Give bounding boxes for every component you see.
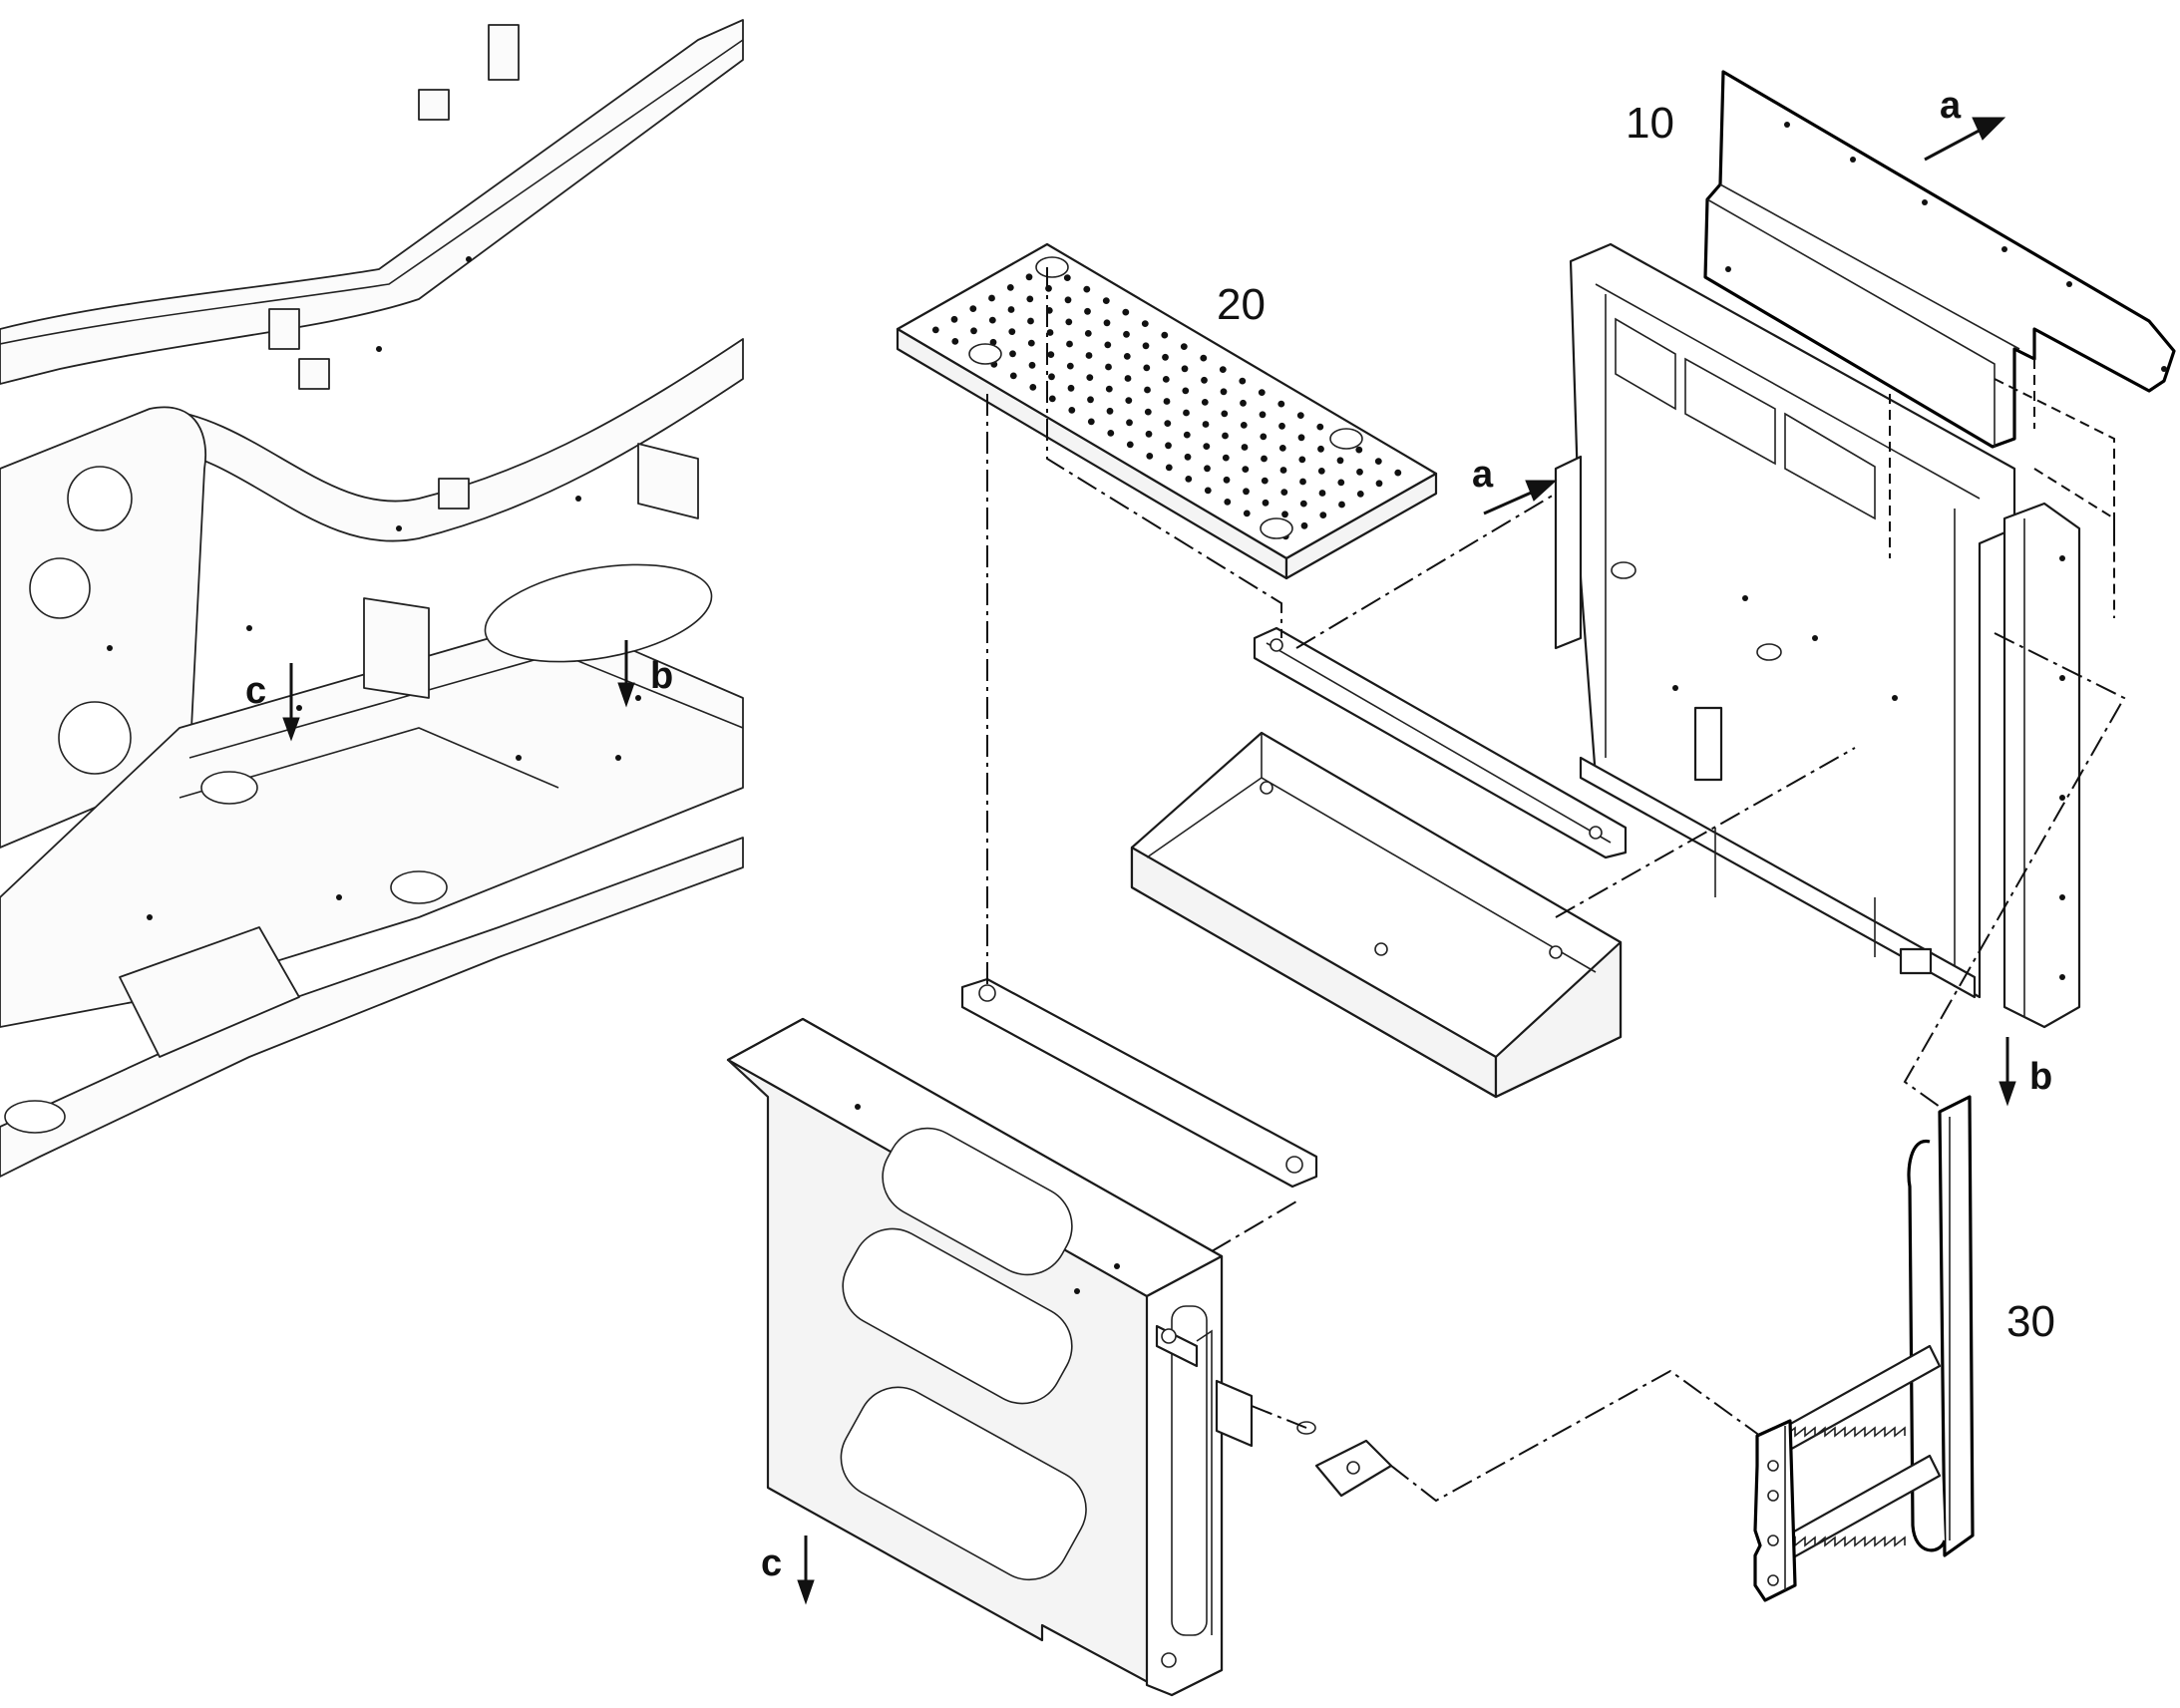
arrow-b-frame-label: b: [650, 655, 673, 697]
arrow-a-mid-label: a: [1472, 454, 1494, 496]
part-30-ladder: 30: [1753, 1095, 2055, 1602]
chassis-frame: c b: [0, 19, 744, 1178]
arrow-a-top-label: a: [1940, 85, 1962, 127]
arrow-c-frame-label: c: [245, 670, 266, 712]
rear-mounting-frame: a b: [1472, 242, 2081, 1107]
assembly-lines: [986, 267, 2126, 1503]
arrow-b-right-label: b: [2029, 1056, 2052, 1098]
part-number-30: 30: [2006, 1297, 2055, 1346]
part-number-20: 20: [1217, 280, 1266, 329]
part-number-10: 10: [1626, 99, 1674, 148]
fasteners: [1296, 1421, 1393, 1498]
part-10-top-cover: a 10: [1626, 70, 2176, 538]
support-bar: [1253, 626, 1628, 859]
part-20-step-plate: 20: [896, 242, 1438, 580]
storage-tray: [1130, 731, 1623, 1099]
side-storage-box: c: [726, 1017, 1254, 1697]
arrow-c-bottom-label: c: [761, 1542, 782, 1584]
